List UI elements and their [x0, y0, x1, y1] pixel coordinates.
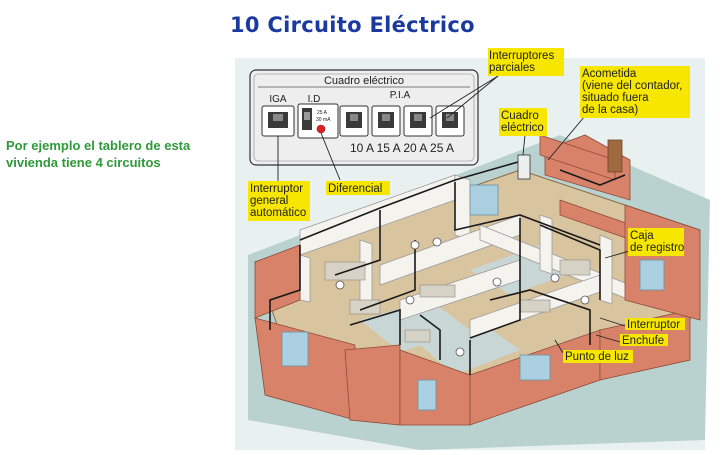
id-rating-top: 25 A [317, 110, 328, 116]
label-punto-de-luz: Punto de luz [565, 351, 629, 363]
circuit-caption: Por ejemplo el tablero de esta vivienda … [6, 138, 191, 170]
label-interruptores-parciales: Interruptores parciales [489, 50, 555, 74]
leader-lines [277, 75, 641, 357]
pia-breakers [339, 105, 465, 137]
house-panel-box [517, 154, 531, 180]
panel-heading: Cuadro eléctrico [324, 75, 404, 87]
label-interruptor-general: Interruptor general automático [250, 183, 307, 219]
label-diferencial: Diferencial [328, 183, 383, 195]
label-caja-de-registro: Caja de registro [630, 230, 685, 254]
id-label: I.D [308, 94, 321, 105]
electrical-panel: Cuadro eléctrico IGA I.D P.I.A 25 A 30 m… [249, 69, 479, 166]
id-rating-bottom: 30 mA [316, 117, 331, 123]
label-interruptor: Interruptor [627, 319, 681, 331]
iga-label: IGA [269, 94, 287, 105]
page-title: 10 Circuito Eléctrico [230, 13, 475, 37]
label-enchufe: Enchufe [622, 335, 665, 347]
pia-label: P.I.A [390, 90, 411, 101]
label-highlights [248, 48, 690, 363]
breaker-ratings: 10 A 15 A 20 A 25 A [350, 141, 454, 155]
front-door [607, 139, 623, 173]
label-acometida: Acometida (viene del contador, situado f… [582, 68, 683, 116]
label-cuadro-electrico: Cuadro eléctrico [501, 110, 544, 134]
